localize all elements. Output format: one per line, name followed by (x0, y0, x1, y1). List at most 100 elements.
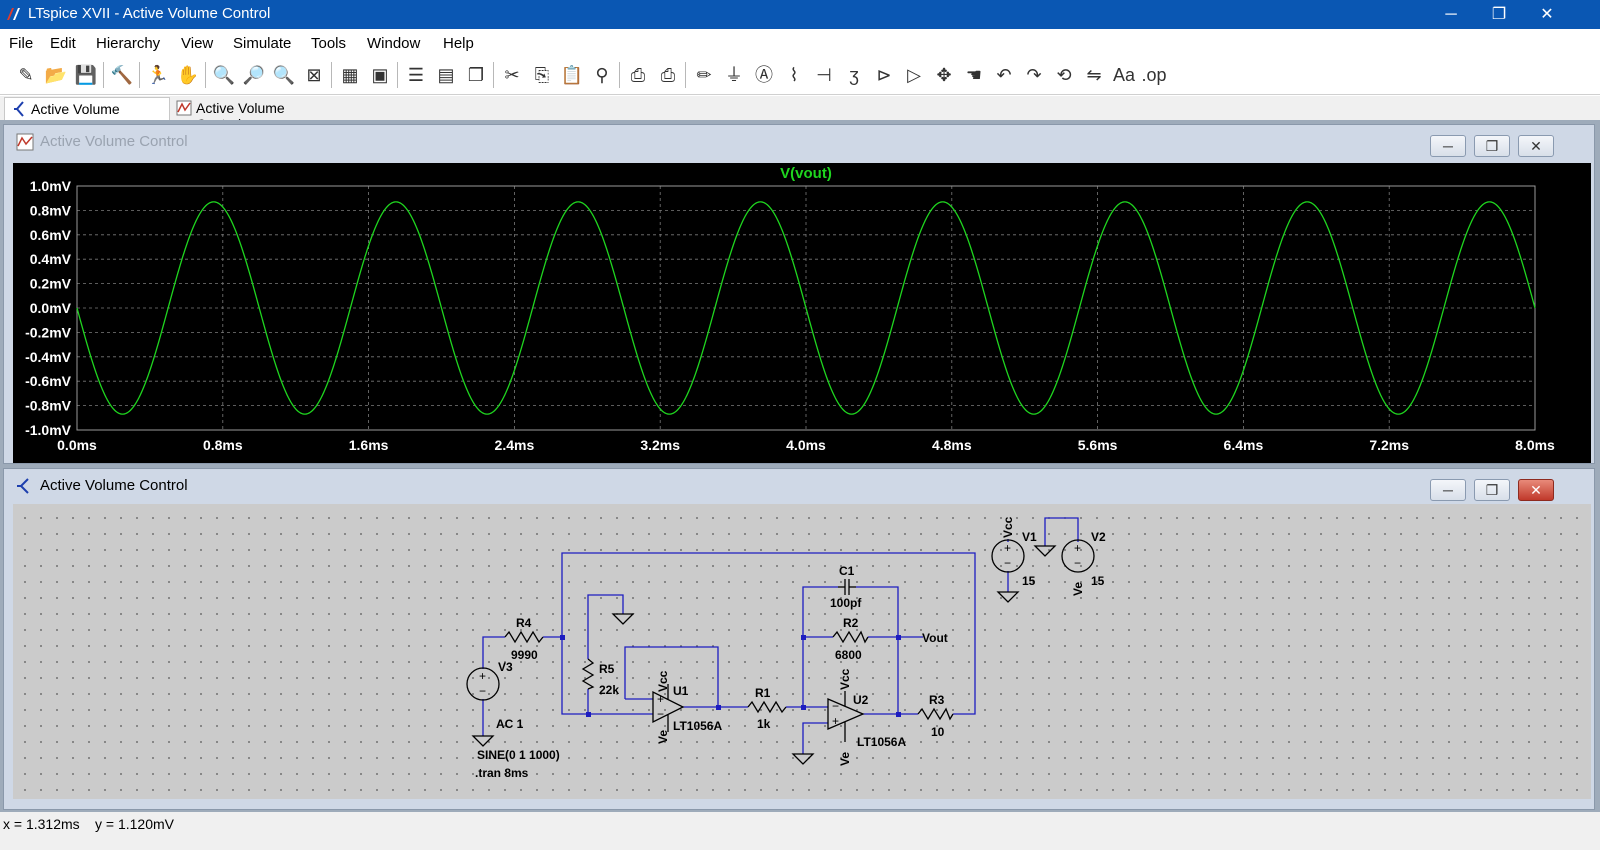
waveform-window: Active Volume Control ─ ❐ ✕ V(vout)0.0ms… (3, 124, 1595, 464)
toolbar-separator (397, 62, 398, 88)
diode-icon[interactable]: ⊳ (876, 65, 892, 85)
drag-icon[interactable]: ☚ (965, 65, 983, 85)
svg-text:+: + (1004, 541, 1011, 555)
print-icon[interactable]: ⎙ (630, 65, 646, 85)
control-panel-icon[interactable]: 🔨 (110, 65, 134, 85)
svg-text:−: − (1004, 556, 1011, 570)
mirror-icon[interactable]: ⇋ (1086, 65, 1102, 85)
menu-tools[interactable]: Tools (311, 35, 347, 52)
spice-directive-icon[interactable]: .op (1141, 65, 1167, 85)
paste-icon[interactable]: 📋 (560, 65, 584, 85)
rotate-icon[interactable]: ⟲ (1056, 65, 1072, 85)
c1-name: C1 (839, 564, 855, 578)
trace-vout (76, 201, 1536, 415)
tab-schematic[interactable]: Active Volume Control (4, 97, 170, 133)
y-tick-label: 0.2mV (30, 276, 72, 292)
v3-name: V3 (498, 660, 513, 674)
schematic-icon (14, 101, 24, 117)
tab-waveform[interactable]: Active Volume Control (170, 97, 330, 132)
tile-vertical-icon[interactable]: ▤ (437, 65, 455, 85)
waveform-close-button[interactable]: ✕ (1518, 135, 1554, 157)
x-tick-label: 6.4ms (1224, 437, 1264, 453)
zoom-out-icon[interactable]: 🔍 (272, 65, 296, 85)
inductor-icon[interactable]: ʒ (849, 65, 859, 85)
components (466, 539, 1095, 765)
zoom-in-icon[interactable]: 🔍 (212, 65, 236, 85)
ground-icon[interactable]: ⏚ (725, 65, 743, 85)
schematic-minimize-button[interactable]: ─ (1430, 479, 1466, 501)
save-icon[interactable]: 💾 (74, 65, 98, 85)
menu-hierarchy[interactable]: Hierarchy (96, 35, 161, 52)
move-icon[interactable]: ✥ (936, 65, 952, 85)
menu-edit[interactable]: Edit (50, 35, 76, 52)
schematic-canvas[interactable]: + − + − + − + − − + R4 9990 R5 22k (13, 504, 1591, 799)
tile-horizontal-icon[interactable]: ☰ (407, 65, 425, 85)
wire-icon[interactable]: ✏ (696, 65, 712, 85)
v2-ve-label: Ve (1071, 582, 1085, 596)
waveform-minimize-button[interactable]: ─ (1430, 135, 1466, 157)
print-preview-icon[interactable]: ⎙ (660, 65, 676, 85)
component-icon[interactable]: ▷ (907, 65, 921, 85)
toolbar-separator (139, 62, 140, 88)
toolbar-separator (493, 62, 494, 88)
menu-simulate[interactable]: Simulate (233, 35, 292, 52)
r1-value: 1k (757, 717, 771, 731)
schematic-maximize-button[interactable]: ❐ (1474, 479, 1510, 501)
capacitor-icon[interactable]: ⊣ (816, 65, 832, 85)
u2-ve-label: Ve (838, 752, 852, 766)
new-schematic-icon[interactable]: ✎ (18, 65, 34, 85)
plot-settings-icon[interactable]: ▣ (371, 65, 389, 85)
x-tick-label: 1.6ms (349, 437, 389, 453)
menu-view[interactable]: View (181, 35, 214, 52)
resistor-icon[interactable]: ⌇ (789, 65, 799, 85)
maximize-button[interactable]: ❐ (1491, 6, 1507, 23)
schematic-close-button[interactable]: ✕ (1518, 479, 1554, 501)
zoom-area-icon[interactable]: 🔎 (242, 65, 266, 85)
svg-text:+: + (1074, 541, 1081, 555)
toolbar-separator (685, 62, 686, 88)
halt-icon[interactable]: ✋ (176, 65, 200, 85)
wires (482, 517, 1079, 754)
u1-model: LT1056A (673, 719, 722, 733)
y-tick-label: -0.2mV (25, 324, 72, 340)
r5-name: R5 (599, 662, 615, 676)
u1-vcc-label: Vcc (656, 670, 670, 692)
menu-file[interactable]: File (9, 35, 34, 52)
waveform-maximize-button[interactable]: ❐ (1474, 135, 1510, 157)
cascade-icon[interactable]: ❐ (467, 65, 485, 85)
y-tick-label: -0.8mV (25, 398, 72, 414)
close-button[interactable]: ✕ (1540, 6, 1554, 23)
menu-bar: File Edit Hierarchy View Simulate Tools … (0, 29, 1600, 57)
svg-text:−: − (657, 707, 664, 721)
x-tick-label: 5.6ms (1078, 437, 1118, 453)
r2-name: R2 (843, 616, 859, 630)
ltspice-logo-icon (7, 8, 20, 20)
y-tick-label: -0.6mV (25, 373, 72, 389)
v1-vcc-label: Vcc (1001, 516, 1015, 538)
mdi-workspace: Active Volume Control ─ ❐ ✕ V(vout)0.0ms… (0, 120, 1600, 812)
schematic-drawing[interactable]: + − + − + − + − − + R4 9990 R5 22k (13, 504, 1591, 799)
x-tick-label: 4.0ms (786, 437, 826, 453)
run-icon[interactable]: 🏃 (146, 65, 170, 85)
minimize-button[interactable]: ─ (1445, 6, 1457, 23)
toolbar-separator (331, 62, 332, 88)
menu-window[interactable]: Window (367, 35, 421, 52)
label-net-icon[interactable]: Ⓐ (755, 65, 773, 85)
y-tick-label: 0.4mV (30, 251, 72, 267)
redo-icon[interactable]: ↷ (1026, 65, 1042, 85)
menu-help[interactable]: Help (443, 35, 474, 52)
find-icon[interactable]: ⚲ (595, 65, 609, 85)
waveform-window-title: Active Volume Control (40, 133, 188, 150)
u1-ve-label: Ve (656, 730, 670, 744)
zoom-fit-icon[interactable]: ⊠ (306, 65, 322, 85)
u2-name: U2 (853, 693, 869, 707)
copy-icon[interactable]: ⎘ (534, 65, 550, 85)
autorange-icon[interactable]: ▦ (341, 65, 359, 85)
open-icon[interactable]: 📂 (44, 65, 68, 85)
v3-sine: SINE(0 1 1000) (477, 748, 560, 762)
text-icon[interactable]: Aa (1112, 65, 1136, 85)
cut-icon[interactable]: ✂ (504, 65, 520, 85)
undo-icon[interactable]: ↶ (996, 65, 1012, 85)
